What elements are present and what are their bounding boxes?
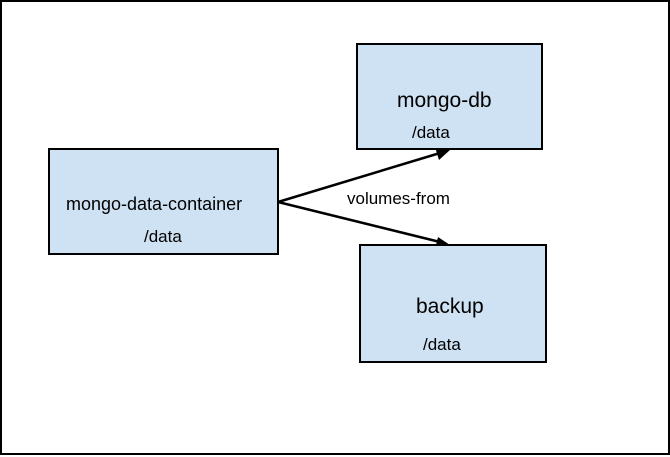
edge-container-to-backup: [277, 200, 441, 244]
node-mongo-db: mongo-db /data: [356, 43, 543, 150]
node-name-mongo-data-container: mongo-data-container: [66, 194, 243, 214]
arrowhead-mongo-db: [435, 147, 450, 160]
node-backup: backup /data: [359, 244, 547, 363]
node-path-mongo-data-container: /data: [144, 227, 182, 246]
node-name-mongo-db: mongo-db: [397, 89, 492, 112]
edge-label-volumes-from: volumes-from: [347, 189, 450, 208]
node-mongo-data-container: mongo-data-container /data: [48, 148, 279, 255]
node-path-mongo-db: /data: [412, 123, 450, 142]
node-path-backup: /data: [423, 335, 461, 354]
node-name-backup: backup: [416, 295, 484, 318]
edge-container-to-mongo-db: [277, 151, 441, 204]
